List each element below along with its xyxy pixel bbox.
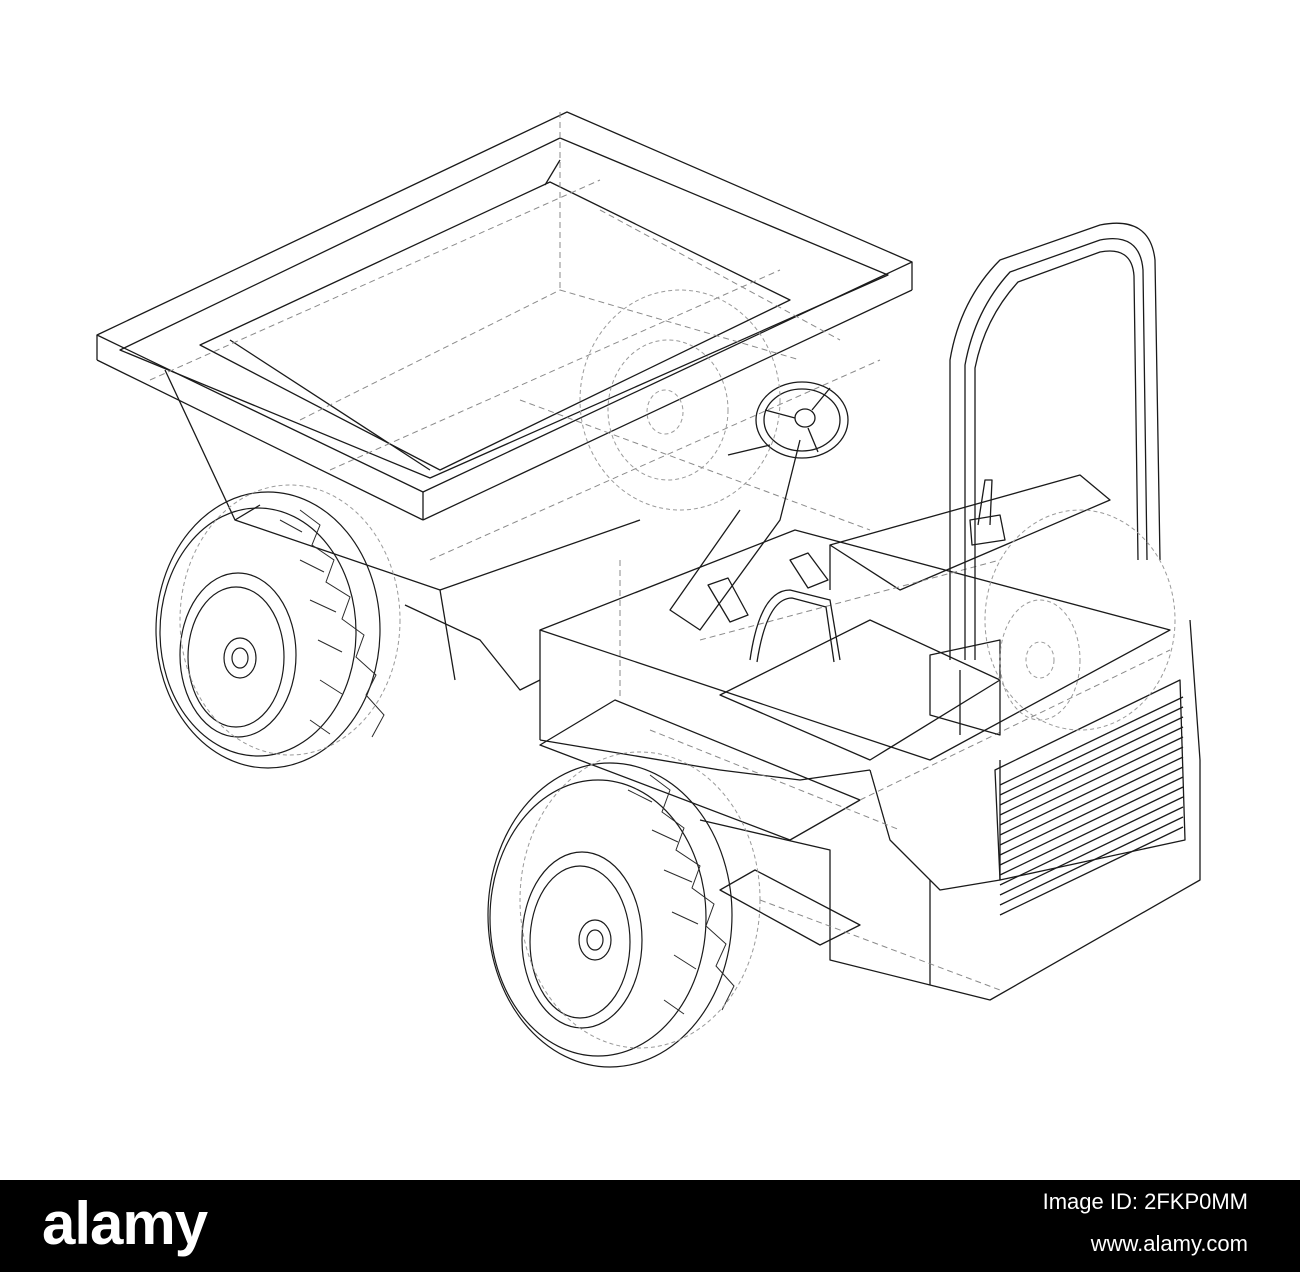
- site-url-label: www.alamy.com: [1090, 1231, 1248, 1256]
- dump-skip: [96, 111, 913, 691]
- rear-right-wheel: [579, 289, 781, 511]
- dumper-wireframe-svg: [96, 111, 1201, 1068]
- front-left-wheel: [487, 751, 761, 1068]
- chassis-body: [539, 474, 1201, 1001]
- stock-footer-bar: alamy Image ID: 2FKP0MM www.alamy.com: [0, 1180, 1300, 1272]
- engine-grille: [999, 696, 1184, 916]
- alamy-logo: alamy: [42, 1190, 208, 1257]
- roll-bar: [929, 222, 1161, 736]
- front-right-wheel: [984, 509, 1176, 731]
- dumper-wireframe-illustration: [96, 111, 1201, 1068]
- rear-left-wheel: [155, 484, 401, 769]
- steering-wheel: [669, 381, 849, 631]
- image-id-label: Image ID: 2FKP0MM: [1042, 1189, 1248, 1214]
- pedals-and-handle: [707, 479, 1006, 663]
